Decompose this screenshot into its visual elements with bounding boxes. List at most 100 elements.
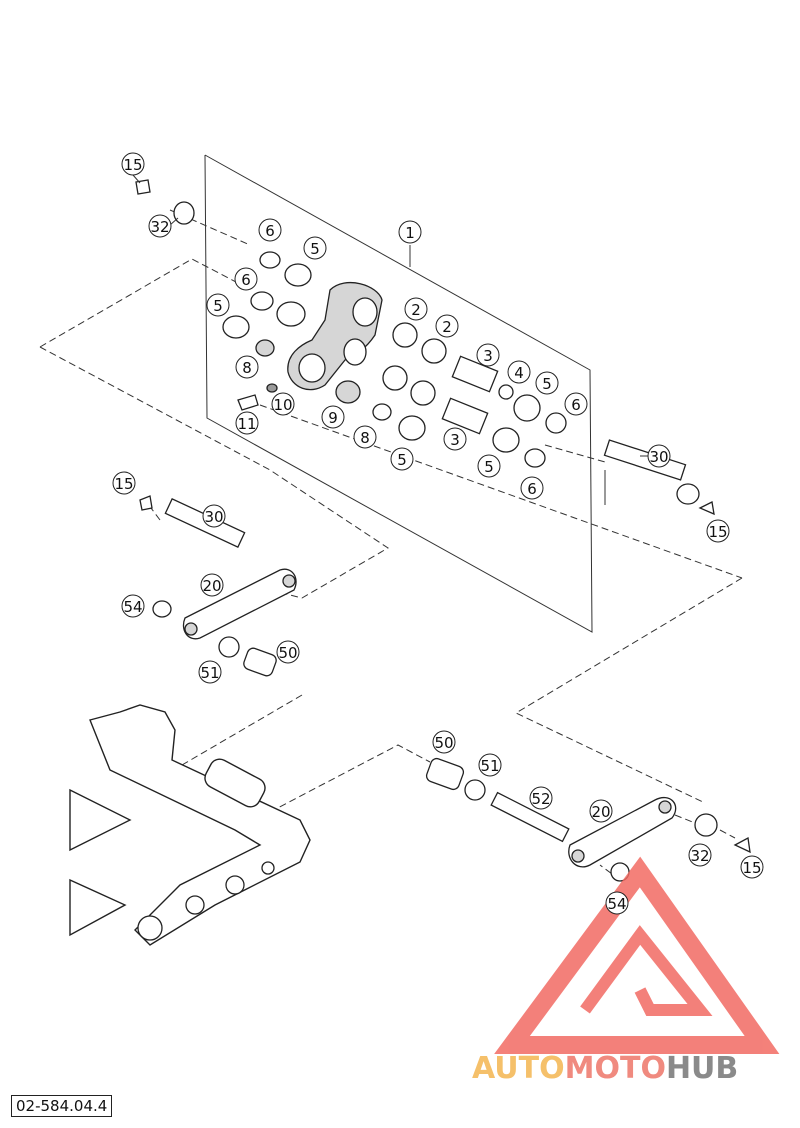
callout-c6-d: 6 [520,476,544,500]
callout-c20-b: 20 [589,799,613,823]
callout-c5-a: 5 [303,236,327,260]
bearing-seats [135,179,715,516]
swingarm-frame [69,704,311,946]
callout-number: 5 [397,451,407,469]
callout-circle [535,371,559,395]
callout-circle [353,425,377,449]
assembly-frame [204,154,593,633]
callout-circle [477,454,501,478]
callout-circle [688,843,712,867]
callout-number: 6 [265,222,275,240]
callout-number: 20 [591,803,610,821]
callout-c5-d: 5 [390,447,414,471]
callout-c30-b: 30 [202,504,226,528]
callout-c10-a: 10 [271,392,295,416]
callout-number: 30 [204,508,223,526]
callout-number: 2 [442,318,452,336]
callout-circle [435,314,459,338]
callout-c11-a: 11 [235,411,259,435]
callout-circle [303,236,327,260]
callout-number: 9 [328,409,338,427]
callout-c6-a: 6 [258,218,282,242]
callout-circle [589,799,613,823]
callout-circle [398,220,422,244]
callout-c30-a: 30 [647,444,671,468]
callout-number: 6 [571,396,581,414]
callout-c4-a: 4 [507,360,531,384]
callout-circle [235,411,259,435]
callout-c51-b: 51 [478,753,502,777]
callout-circle [148,214,172,238]
callout-c51-a: 51 [198,660,222,684]
callout-circle [112,471,136,495]
callout-circle [321,405,345,429]
callout-c3-a: 3 [476,343,500,367]
callout-circle [258,218,282,242]
callout-c52-a: 52 [529,786,553,810]
callout-number: 5 [542,375,552,393]
callout-number: 5 [484,458,494,476]
rocker-lever [287,281,383,391]
callout-number: 2 [411,301,421,319]
callout-circle [200,573,224,597]
callout-circle [443,427,467,451]
callout-number: 15 [708,523,727,541]
callout-number: 54 [607,895,626,913]
callout-c32-a: 32 [148,214,172,238]
callout-circle [520,476,544,500]
callout-number: 3 [450,431,460,449]
callout-circle [529,786,553,810]
document-reference: 02-584.04.4 [11,1095,113,1117]
callout-number: 52 [531,790,550,808]
callout-number: 15 [114,475,133,493]
right-linkage [425,757,751,882]
callout-number: 54 [123,598,142,616]
callout-number: 50 [434,734,453,752]
callout-circle [121,152,145,176]
callout-number: 5 [310,240,320,258]
callout-circle [740,855,764,879]
callout-c32-b: 32 [688,843,712,867]
callout-number: 5 [213,297,223,315]
watermark-triangle [494,856,780,1054]
assembly-dashed-lines [39,209,743,881]
callout-number: 32 [690,847,709,865]
callout-c9-a: 9 [321,405,345,429]
callout-number: 3 [483,347,493,365]
callout-c50-a: 50 [276,640,300,664]
callout-circle [235,355,259,379]
callout-circle [432,730,456,754]
callout-number: 15 [123,156,142,174]
callout-c15-b: 15 [706,519,730,543]
callout-c50-b: 50 [432,730,456,754]
callout-number: 8 [242,359,252,377]
callout-c54-a: 54 [121,594,145,618]
callout-circle [564,392,588,416]
callout-number: 51 [480,757,499,775]
watermark-logo: AUTOMOTOHUB [472,1051,738,1086]
svg-text:AUTOMOTOHUB: AUTOMOTOHUB [472,1051,738,1086]
callout-circle [605,891,629,915]
callout-c6-c: 6 [564,392,588,416]
callout-c6-b: 6 [234,267,258,291]
callout-circle [234,267,258,291]
callout-c5-b: 5 [206,293,230,317]
callout-c54-b: 54 [605,891,629,915]
callout-number: 4 [514,364,524,382]
callout-c5-c: 5 [535,371,559,395]
callout-number: 8 [360,429,370,447]
callout-circle [276,640,300,664]
callout-number: 6 [241,271,251,289]
callout-number: 30 [649,448,668,466]
callout-number: 6 [527,480,537,498]
callout-number: 32 [150,218,169,236]
callout-number: 1 [405,224,415,242]
callout-c2-b: 2 [435,314,459,338]
logo-part-hub: HUB [666,1051,738,1086]
callout-c15-c: 15 [112,471,136,495]
callout-number: 20 [202,577,221,595]
callout-circle [404,297,428,321]
callout-circle [476,343,500,367]
logo-part-moto: MOTO [565,1051,666,1086]
